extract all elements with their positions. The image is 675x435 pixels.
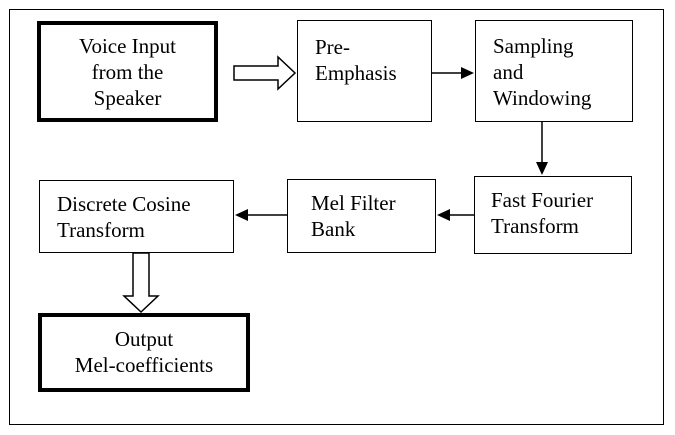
dct-box — [39, 180, 234, 253]
voice-input-line-1: Voice Input — [78, 34, 176, 58]
mel-filter-line-1: Mel Filter — [311, 191, 396, 215]
voice-input-line-2: from the — [91, 60, 164, 84]
pre-emphasis-line-1: Pre- — [315, 35, 350, 59]
fft-box — [474, 176, 632, 254]
output-box — [38, 313, 250, 392]
mel-filter-line-2: Bank — [311, 217, 356, 241]
pre-emphasis-box — [297, 20, 432, 122]
output-line-2: Mel-coefficients — [74, 353, 214, 377]
dct-label: Discrete Cosine Transform — [57, 191, 191, 243]
voice-input-line-3: Speaker — [93, 86, 162, 110]
voice-input-label: Voice Input from the Speaker — [37, 33, 218, 111]
dct-line-1: Discrete Cosine — [57, 192, 191, 216]
output-label: Output Mel-coefficients — [38, 326, 250, 378]
fft-line-1: Fast Fourier — [491, 188, 594, 212]
mel-filter-bank-label: Mel Filter Bank — [311, 190, 396, 242]
sampling-windowing-box — [475, 20, 633, 122]
sampling-line-1: Sampling — [493, 34, 574, 58]
sampling-windowing-label: Sampling and Windowing — [493, 33, 591, 110]
sampling-line-2: and — [493, 60, 524, 84]
fft-label: Fast Fourier Transform — [491, 187, 593, 239]
diagram-frame — [9, 9, 664, 425]
mel-filter-bank-box — [287, 179, 436, 253]
pre-emphasis-line-2: Emphasis — [315, 61, 397, 85]
output-line-1: Output — [114, 327, 174, 351]
pre-emphasis-label: Pre- Emphasis — [315, 34, 397, 86]
sampling-line-3: Windowing — [493, 86, 592, 110]
fft-line-2: Transform — [491, 214, 579, 238]
dct-line-2: Transform — [57, 218, 145, 242]
voice-input-box — [37, 21, 218, 122]
